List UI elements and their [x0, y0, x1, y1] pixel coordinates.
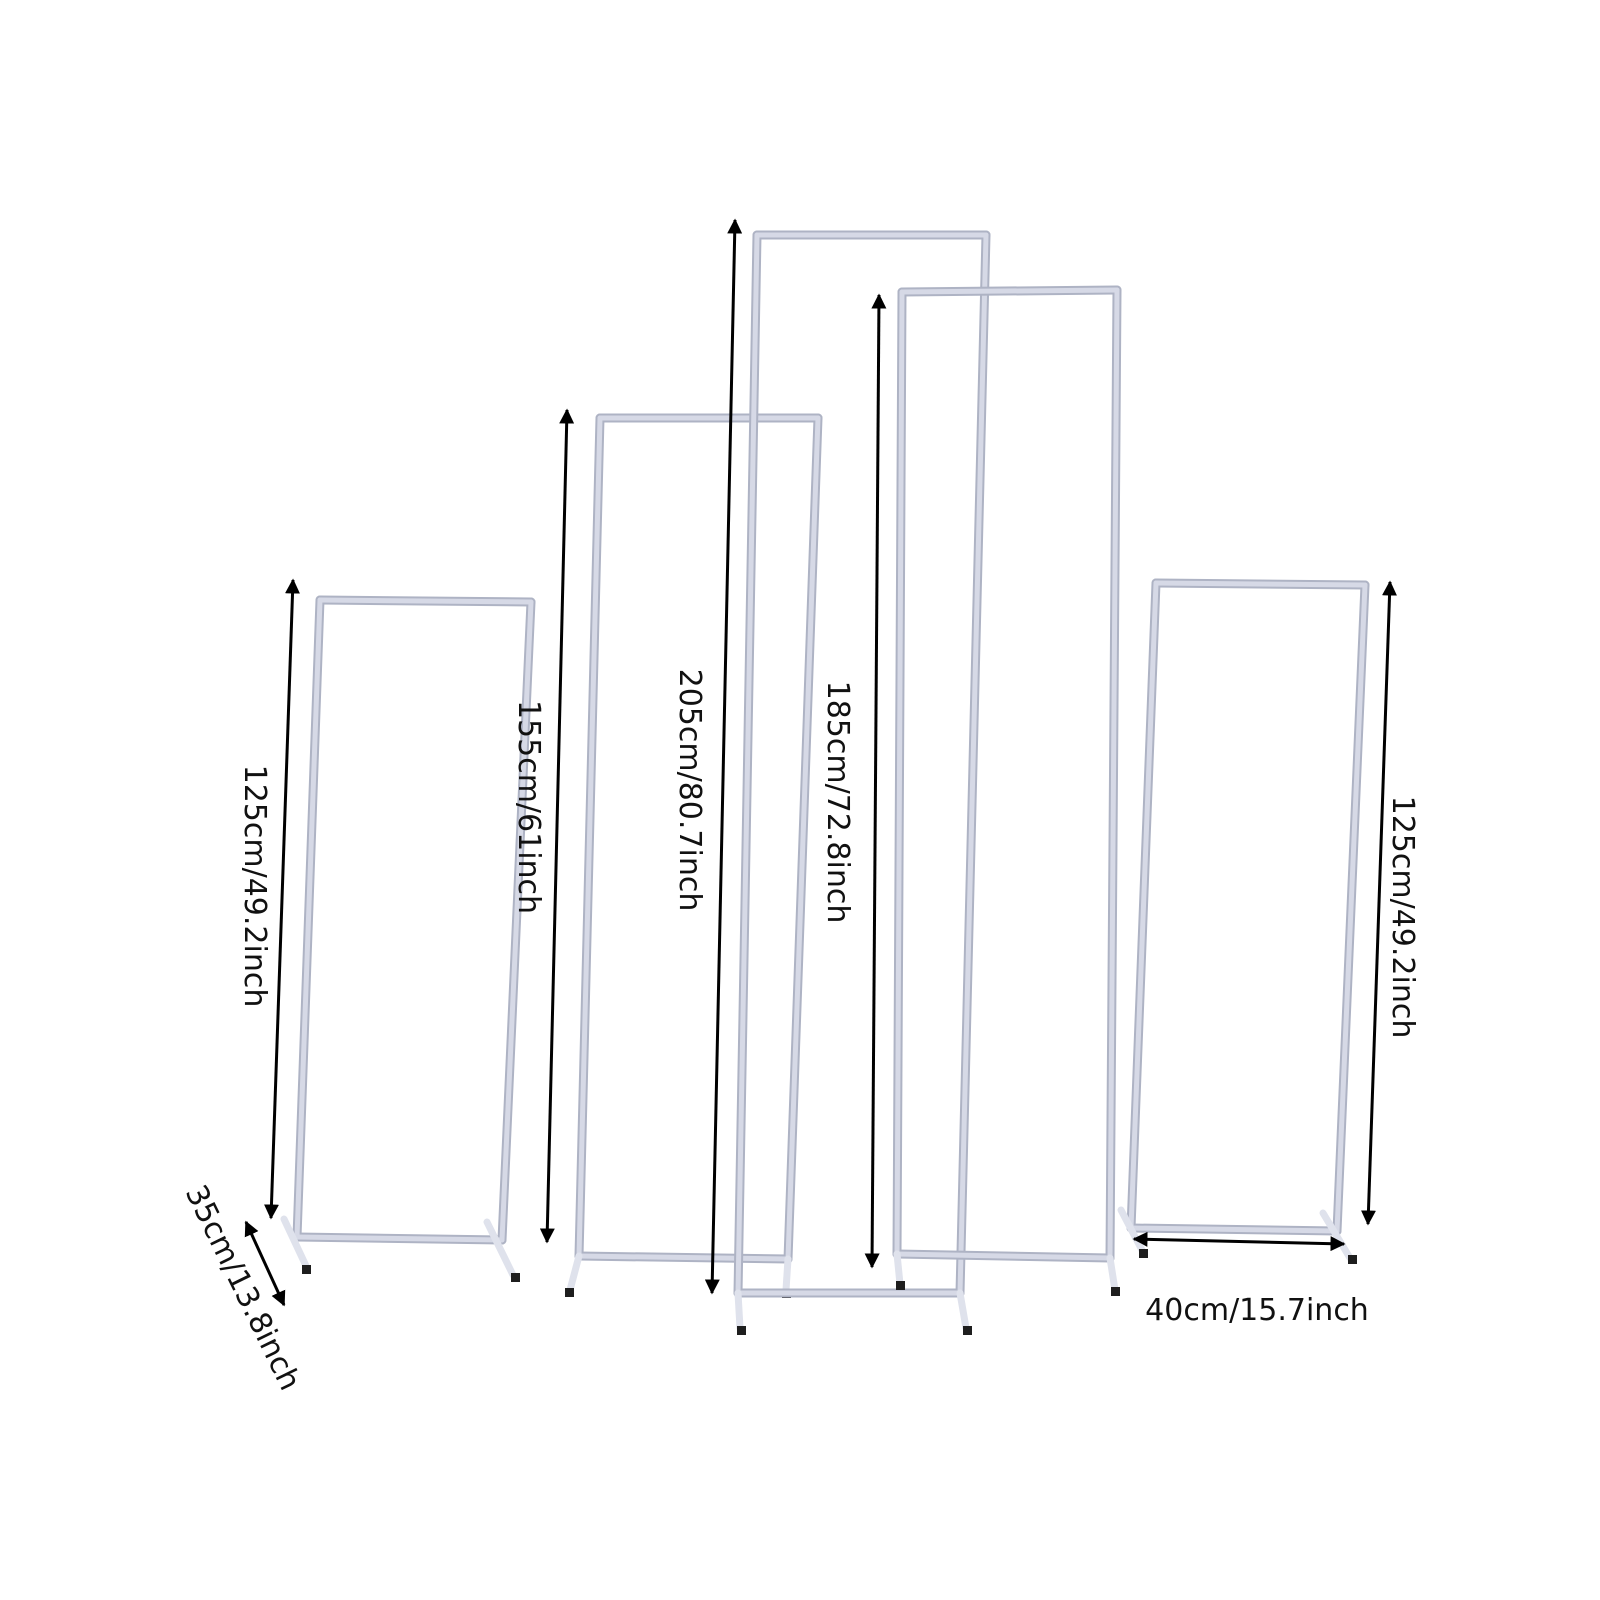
arrow-depth	[244, 1220, 286, 1307]
arrow-height-125-right	[1360, 580, 1398, 1226]
arrow-height-205	[704, 218, 743, 1295]
frame-125-right	[1117, 578, 1370, 1264]
frame-205	[733, 230, 991, 1335]
arrow-height-125-left	[263, 578, 301, 1220]
label-height-125-left: 125cm/49.2inch	[237, 765, 272, 1008]
label-depth: 35cm/13.8inch	[178, 1180, 308, 1396]
label-height-205: 205cm/80.7inch	[672, 669, 707, 912]
label-width: 40cm/15.7inch	[1145, 1293, 1369, 1328]
arrow-width	[1132, 1231, 1346, 1252]
label-height-125-right: 125cm/49.2inch	[1385, 796, 1420, 1039]
label-height-155: 155cm/61inch	[511, 700, 546, 914]
arrow-height-155	[539, 408, 575, 1244]
dimension-arrows	[244, 218, 1398, 1307]
frame-125-left	[280, 595, 536, 1282]
frame-185	[892, 285, 1122, 1296]
label-height-185: 185cm/72.8inch	[820, 681, 855, 924]
arrow-height-185	[864, 293, 887, 1269]
